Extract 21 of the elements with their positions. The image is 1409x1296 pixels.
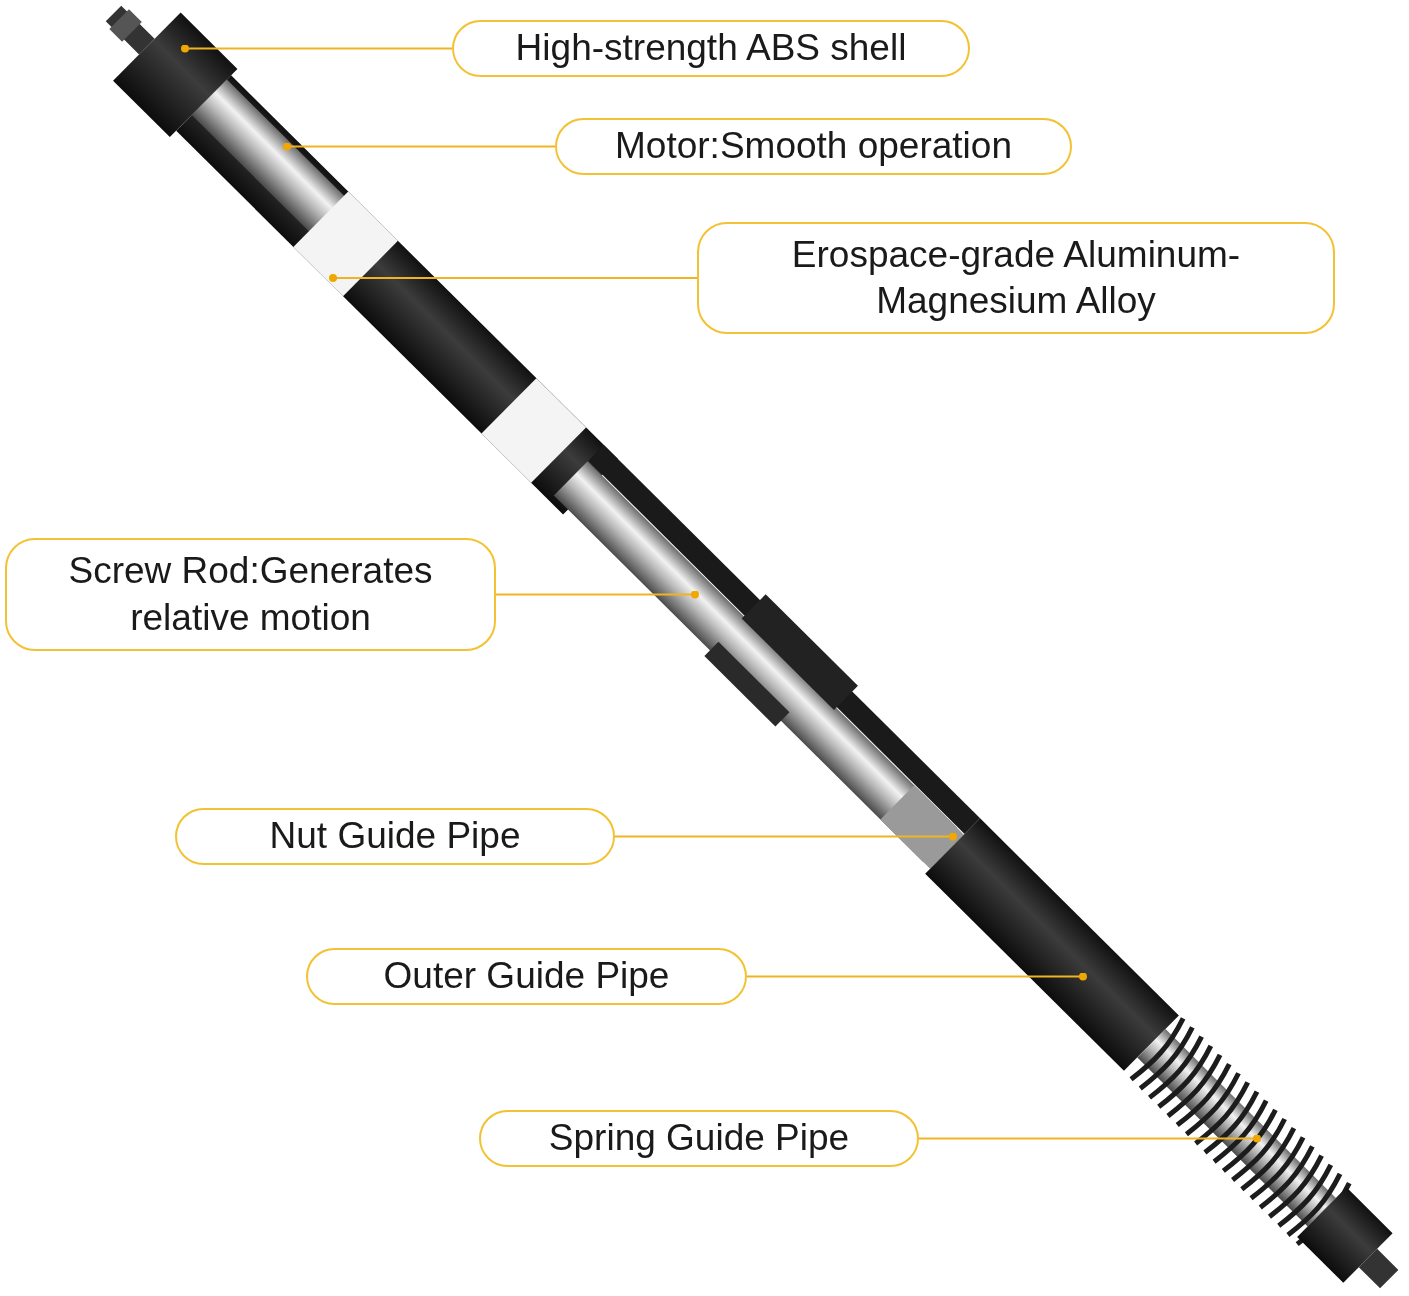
callout-box — [306, 948, 747, 1005]
callout-box — [175, 808, 615, 865]
callout-box — [555, 118, 1072, 175]
callout-text: Spring Guide Pipe — [548, 1116, 850, 1161]
leader-line — [495, 590, 699, 599]
callout-text: Screw Rod:Generates relative motion — [67, 549, 434, 640]
callout-text: High-strength ABS shell — [515, 26, 907, 71]
callout-box — [697, 222, 1335, 334]
callout-text: Outer Guide Pipe — [383, 954, 670, 999]
callout-box — [479, 1110, 919, 1167]
leader-line — [614, 832, 957, 841]
callout-box — [5, 538, 496, 651]
leader-line — [329, 274, 698, 282]
callout-text: Motor:Smooth operation — [615, 124, 1012, 169]
callout-text: Nut Guide Pipe — [269, 814, 521, 859]
leader-line — [918, 1134, 1261, 1143]
callout-box — [452, 20, 970, 77]
leader-line — [283, 142, 556, 151]
leader-line — [181, 44, 453, 53]
callout-text: Erospace-grade Aluminum-Magnesium Alloy — [790, 232, 1242, 323]
leader-line — [746, 972, 1087, 981]
